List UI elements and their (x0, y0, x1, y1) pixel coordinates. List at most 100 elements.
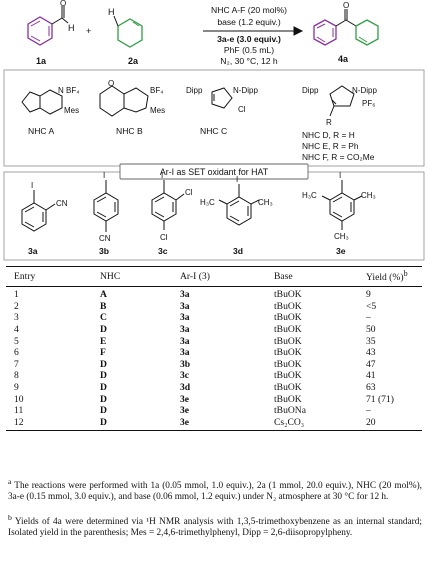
nhc-b-o-atom: O (108, 79, 114, 88)
cell-ari: 3a (180, 347, 190, 359)
nhc-c-chloride: Cl (238, 105, 246, 114)
nhc-b-label: NHC B (116, 126, 143, 136)
arene-3b-iodo: I (103, 171, 105, 180)
label-4a: 4a (338, 54, 349, 64)
footnote-a-marker: a (8, 477, 12, 486)
nhc-b-mes: Mes (150, 106, 165, 115)
nhc-def-counterion: PF₆ (362, 99, 375, 108)
cell-ari: 3e (180, 416, 274, 432)
cell-nhc: C (100, 312, 107, 324)
cell-base: tBuOK (274, 393, 302, 405)
table-header-row: Entry NHC Ar-I (3) Base Yield (%)b (6, 265, 422, 288)
nhc-def-structure (329, 85, 355, 117)
cell-ari: 3a (180, 312, 190, 324)
header-ari: Ar-I (3) (180, 265, 274, 288)
arene-3a-iodo: I (31, 181, 33, 190)
cell-entry: 5 (14, 335, 19, 347)
cell-ari: 3a (180, 335, 190, 347)
footnote-b: b Yields of 4a were determined via ¹H NM… (8, 512, 422, 540)
cell-ari: 3d (180, 381, 191, 393)
reaction-scheme-figure: O H 1a + H 2a O 4a NHC A-F (20 mol%) bas… (3, 0, 425, 261)
cell-ari: 3c (180, 370, 190, 382)
cyclohexene-h-atom: H (108, 7, 115, 17)
cell-nhc: D (100, 381, 107, 393)
nhc-b-structure (99, 85, 149, 117)
cell-yield: <5 (366, 300, 377, 312)
header-yield-text: Yield (%) (366, 272, 404, 284)
arene-3b-label: 3b (99, 246, 109, 256)
table-row: 8 D 3c tBuOK 41 (6, 370, 422, 382)
cell-nhc: D (100, 370, 107, 382)
arene-3a-structure (21, 190, 56, 232)
cell-entry: 7 (14, 358, 19, 370)
arene-3a-substituent: CN (56, 199, 68, 208)
cell-entry: 2 (14, 300, 19, 312)
cell-nhc: A (100, 289, 107, 301)
cell-entry: 8 (14, 370, 19, 382)
nhc-b-counterion: BF₄ (150, 86, 164, 95)
cell-base: tBuOK (274, 370, 302, 382)
optimization-table: Entry NHC Ar-I (3) Base Yield (%)b 1 A 3a t… (6, 265, 422, 432)
nhc-d-line: NHC D, R = H (302, 130, 355, 140)
nhc-a-mes: Mes (64, 106, 79, 115)
cell-base: tBuOK (274, 300, 302, 312)
cell-nhc: D (100, 416, 180, 432)
arene-3b-substituent: CN (99, 234, 111, 243)
cell-base: tBuOK (274, 381, 302, 393)
arene-3e-substituent: H₃C (302, 191, 317, 200)
cell-nhc: D (100, 358, 107, 370)
cell-base: tBuOK (274, 323, 302, 335)
cell-nhc: E (100, 335, 107, 347)
nhc-c-structure (211, 87, 233, 109)
nhc-c-dipp-left: Dipp (186, 86, 203, 95)
cell-yield: 71 (71) (366, 393, 394, 405)
cell-base: tBuOK (274, 347, 302, 359)
arene-3c-substituent-2: Cl (160, 233, 168, 242)
footnote-b-marker: b (8, 513, 12, 522)
cell-entry: 6 (14, 347, 19, 359)
cell-entry: 10 (14, 393, 24, 405)
nhc-def-r-group: R (326, 118, 332, 127)
cell-nhc: D (100, 323, 107, 335)
cell-yield: 41 (366, 370, 376, 382)
cell-entry: 4 (14, 323, 19, 335)
cell-ari: 3a (180, 300, 190, 312)
arene-3d-iodo: I (236, 175, 238, 184)
header-base: Base (274, 265, 366, 288)
nhc-a-label: NHC A (28, 126, 55, 136)
cell-base: Cs₂CO₃ (274, 416, 366, 432)
plus-sign: + (86, 26, 91, 36)
cell-ari: 3b (180, 358, 191, 370)
footnote-a: a The reactions were performed with 1a (… (8, 476, 422, 504)
arene-3e-substituent-3: CH₃ (334, 232, 349, 241)
cell-ari: 3a (180, 289, 190, 301)
product-structure (313, 9, 379, 46)
header-yield-footnote: b (403, 269, 408, 278)
reagent-line-5: N₂, 30 °C, 12 h (220, 56, 278, 66)
reagent-line-1: NHC A-F (20 mol%) (211, 5, 287, 15)
aldehyde-oxygen-atom: O (60, 0, 66, 8)
cell-yield: 35 (366, 335, 376, 347)
cell-entry: 3 (14, 312, 19, 324)
header-yield: Yield (%)b (366, 265, 422, 288)
cell-entry: 1 (14, 289, 19, 301)
arene-3d-substituent-2: CH₃ (258, 198, 273, 207)
nhc-def-dipp-left: Dipp (302, 86, 319, 95)
arene-3e-label: 3e (336, 246, 346, 256)
arene-3e-substituent-2: CH₃ (361, 191, 376, 200)
cell-yield: 43 (366, 347, 376, 359)
cell-yield: 9 (366, 289, 371, 301)
cell-ari: 3e (180, 393, 190, 405)
cell-yield: 63 (366, 381, 376, 393)
benzaldehyde-structure (27, 6, 69, 46)
nhc-c-dipp-right: N-Dipp (233, 86, 258, 95)
